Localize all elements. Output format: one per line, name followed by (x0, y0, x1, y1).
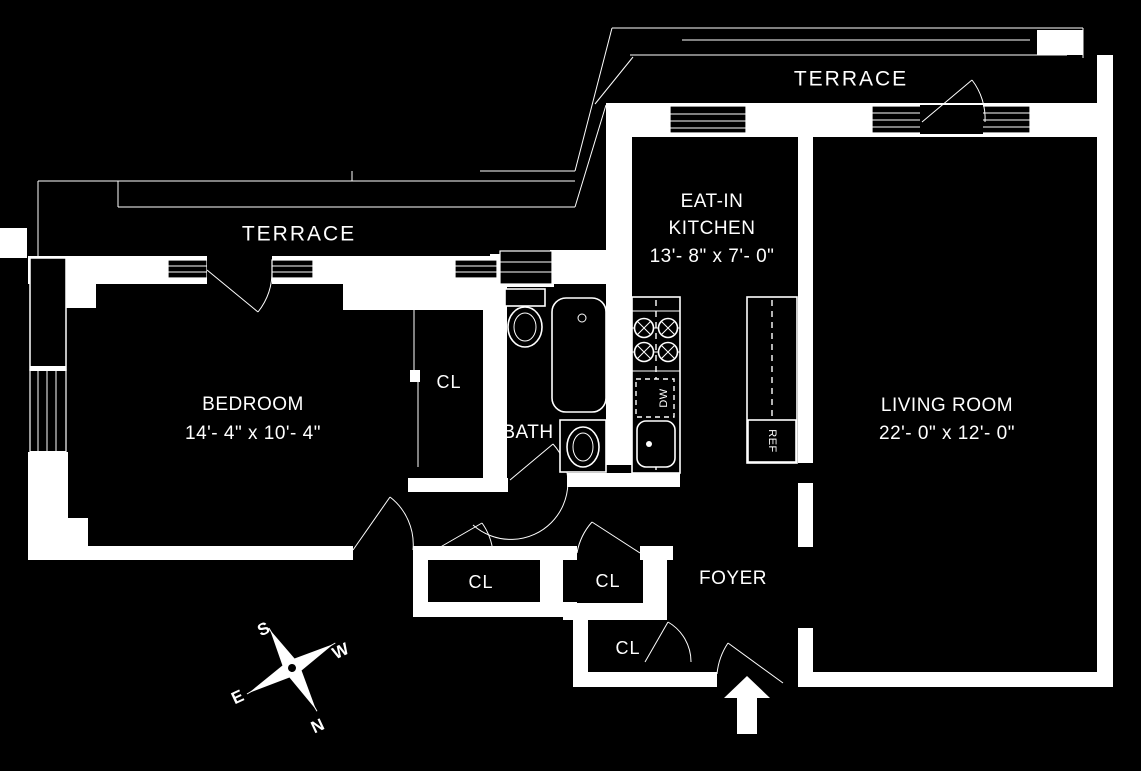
refrigerator-icon: REF (747, 419, 797, 463)
living-room-window-door (871, 105, 1031, 134)
bedroom-closet-sliding-door (410, 300, 420, 467)
kitchen-window (669, 105, 747, 134)
kitchen-name-line2: KITCHEN (669, 218, 756, 239)
entry-arrow-icon (724, 676, 770, 734)
foyer-name: FOYER (699, 568, 767, 589)
living-room-name: LIVING ROOM (881, 395, 1013, 416)
terrace-door-living-room (921, 79, 986, 123)
hall-closet-left-label: CL (468, 572, 493, 592)
terrace-door-bedroom (206, 269, 273, 313)
bath-sink-icon (559, 419, 607, 473)
bedroom-side-window (29, 366, 67, 456)
bedroom-door (352, 496, 414, 551)
dishwasher-label: DW (658, 388, 670, 407)
labels: TERRACE TERRACE EAT-IN KITCHEN 13'- 8" x… (185, 68, 1015, 658)
kitchen-dims: 13'- 8" x 7'- 0" (650, 246, 775, 267)
foyer-closet-label: CL (615, 638, 640, 658)
closet-window (454, 259, 498, 279)
kitchen-name-line1: EAT-IN (681, 191, 744, 212)
hall-closet-middle-label: CL (595, 571, 620, 591)
refrigerator-label: REF (766, 429, 778, 453)
terrace-top-label: TERRACE (794, 68, 908, 91)
bath-fixtures (504, 288, 607, 473)
bath-name: BATH (502, 422, 553, 443)
closet-door-middle (576, 521, 641, 554)
bathtub-icon (551, 297, 607, 413)
stove-icon (632, 310, 680, 372)
closet-door-foyer (644, 621, 692, 663)
doors (206, 79, 986, 684)
terrace-top-pier (1037, 30, 1083, 55)
kitchen-fixtures: DW REF (631, 296, 798, 474)
bedroom-window-right (271, 259, 314, 279)
bedroom-name: BEDROOM (202, 394, 304, 415)
living-room-dims: 22'- 0" x 12'- 0" (879, 423, 1015, 444)
bedroom-window-left (167, 259, 208, 279)
terrace-left-pier (0, 228, 27, 258)
bath-window (499, 250, 553, 285)
bedroom-closet-label: CL (436, 372, 461, 392)
toilet-icon (504, 288, 546, 348)
terrace-top (574, 27, 1084, 172)
kitchen-sink-icon (636, 420, 676, 468)
dishwasher-icon: DW (635, 378, 675, 418)
terrace-left-label: TERRACE (242, 223, 356, 246)
entry-door (716, 642, 784, 684)
terrace-door-opening-bedroom (207, 256, 272, 284)
terrace-left (0, 104, 607, 258)
closet-door-left (429, 522, 494, 554)
bedroom-dims: 14'- 4" x 10'- 4" (185, 423, 321, 444)
